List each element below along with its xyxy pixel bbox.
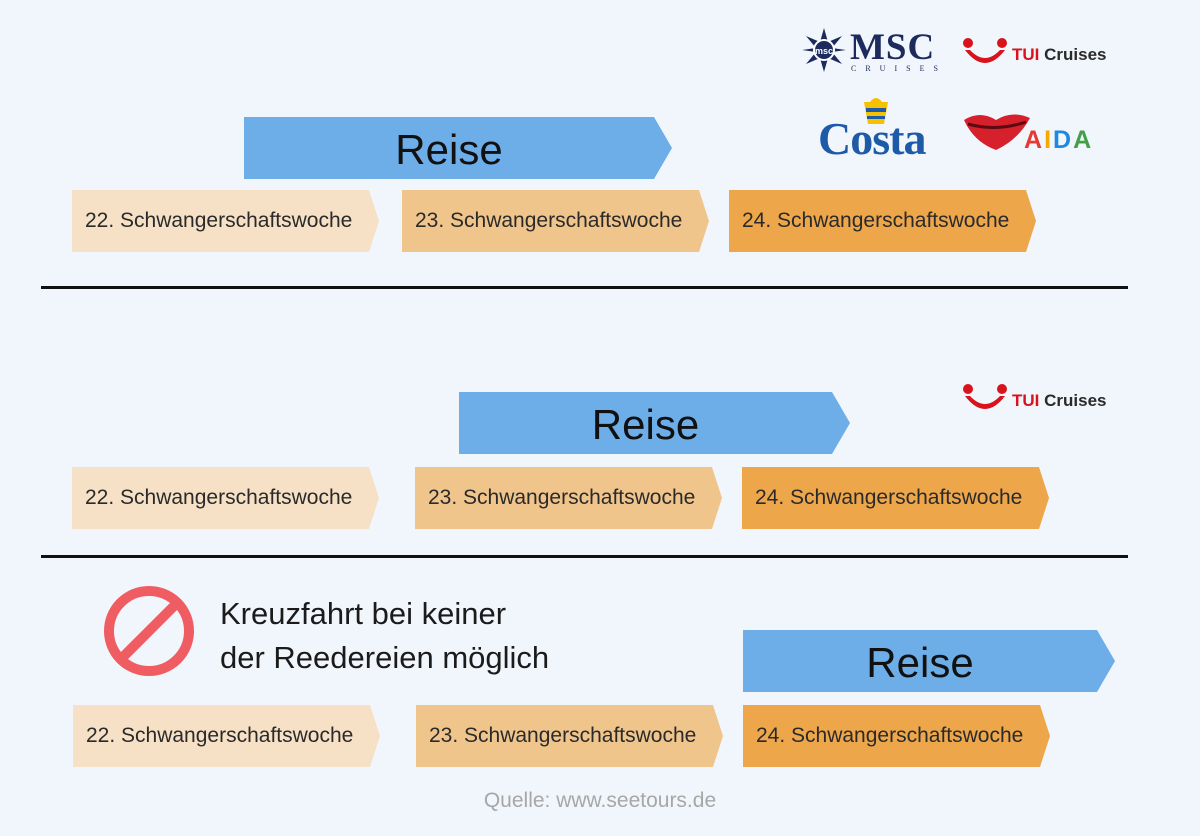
- week-label: 22. Schwangerschaftswoche: [85, 486, 353, 509]
- week-23-arrow-1: 23. Schwangerschaftswoche: [402, 190, 709, 252]
- week-label: 23. Schwangerschaftswoche: [429, 724, 697, 747]
- aida-letter: D: [1053, 126, 1074, 154]
- msc-name: MSC: [850, 27, 936, 68]
- week-22-arrow-1: 22. Schwangerschaftswoche: [72, 190, 379, 252]
- week-22-arrow-2: 22. Schwangerschaftswoche: [72, 467, 379, 529]
- prohibited-icon: [104, 586, 194, 676]
- week-label: 24. Schwangerschaftswoche: [755, 486, 1023, 509]
- week-23-arrow-3: 23. Schwangerschaftswoche: [416, 705, 723, 767]
- tui-suffix: Cruises: [1044, 391, 1107, 410]
- msc-sub: CRUISES: [851, 64, 947, 73]
- msc-compass-icon: msc: [802, 28, 846, 72]
- aida-letter: A: [1024, 126, 1045, 154]
- warning-text: Kreuzfahrt bei keiner der Reedereien mög…: [220, 592, 549, 680]
- tui-text: TUI Cruises: [1012, 45, 1107, 65]
- costa-funnel-icon: [864, 98, 888, 124]
- week-label: 22. Schwangerschaftswoche: [86, 724, 354, 747]
- aida-lips-icon: [964, 114, 1030, 150]
- tui-text: TUI Cruises: [1012, 391, 1107, 411]
- tui-brand: TUI: [1012, 391, 1040, 410]
- aida-letter: I: [1044, 126, 1054, 154]
- tui-brand: TUI: [1012, 45, 1040, 64]
- tui-suffix: Cruises: [1044, 45, 1107, 64]
- week-label: 23. Schwangerschaftswoche: [415, 209, 683, 232]
- svg-text:msc: msc: [815, 46, 833, 56]
- tui-cruises-logo-2: TUI Cruises: [962, 382, 1122, 418]
- section-divider-1: [41, 286, 1128, 289]
- aida-logo: AIDA: [962, 108, 1112, 164]
- reise-arrow-1: Reise: [244, 117, 672, 179]
- reise-label: Reise: [591, 401, 700, 448]
- costa-name: Costa: [818, 113, 926, 164]
- warning-line-1: Kreuzfahrt bei keiner: [220, 596, 507, 631]
- tui-smile-icon: [963, 38, 1007, 63]
- week-23-arrow-2: 23. Schwangerschaftswoche: [415, 467, 722, 529]
- reise-label: Reise: [395, 126, 503, 173]
- reise-arrow-3: Reise: [743, 630, 1115, 692]
- source-caption: Quelle: www.seetours.de: [483, 789, 717, 812]
- week-24-arrow-1: 24. Schwangerschaftswoche: [729, 190, 1036, 252]
- section-divider-2: [41, 555, 1128, 558]
- week-24-arrow-2: 24. Schwangerschaftswoche: [742, 467, 1049, 529]
- week-label: 24. Schwangerschaftswoche: [756, 724, 1024, 747]
- week-label: 24. Schwangerschaftswoche: [742, 209, 1010, 232]
- aida-letter: A: [1073, 126, 1094, 154]
- costa-logo: Costa: [818, 96, 938, 166]
- week-24-arrow-3: 24. Schwangerschaftswoche: [743, 705, 1050, 767]
- week-label: 22. Schwangerschaftswoche: [85, 209, 353, 232]
- tui-smile-icon: [963, 384, 1007, 409]
- tui-cruises-logo-1: TUI Cruises: [962, 36, 1122, 72]
- aida-name: AIDA: [1024, 126, 1093, 155]
- week-label: 23. Schwangerschaftswoche: [428, 486, 696, 509]
- warning-line-2: der Reedereien möglich: [220, 640, 550, 675]
- reise-label: Reise: [866, 639, 974, 686]
- week-22-arrow-3: 22. Schwangerschaftswoche: [73, 705, 380, 767]
- msc-logo: msc MSC CRUISES: [802, 26, 942, 76]
- reise-arrow-2: Reise: [459, 392, 850, 454]
